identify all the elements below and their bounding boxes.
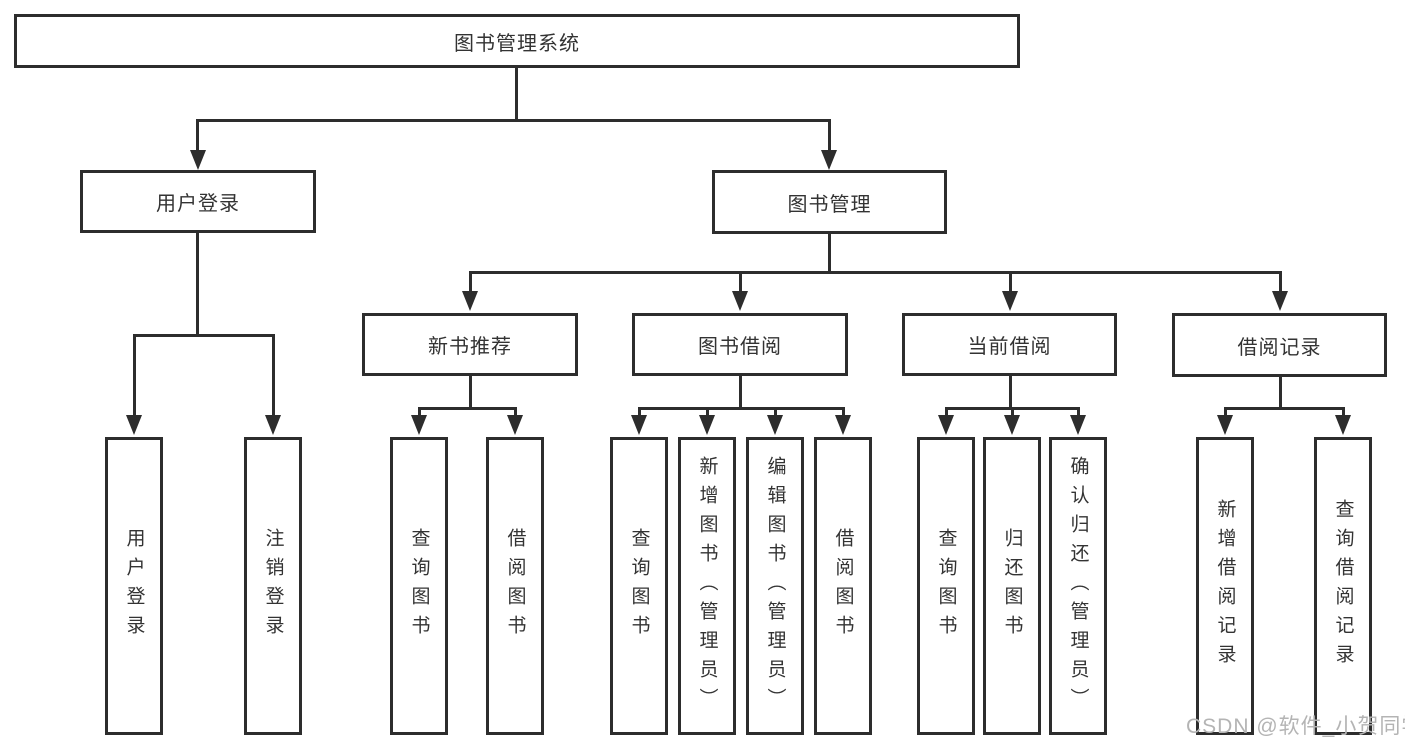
arrow-down-icon — [1070, 415, 1086, 435]
node-borrowing-records: 借阅记录 — [1172, 313, 1387, 377]
leaf-borrow-books-borrowing: 借阅图书 — [814, 437, 872, 735]
leaf-query-books-current: 查询图书 — [917, 437, 975, 735]
connector-drop-leaf — [945, 407, 948, 417]
connector-drop-borrowing-records — [1279, 271, 1282, 293]
leaf-edit-books-admin: 编辑图书（管理员） — [746, 437, 804, 735]
connector-book-borrowing-stem — [739, 375, 742, 409]
connector-drop-leaf — [706, 407, 709, 417]
connector-drop-leaf — [638, 407, 641, 417]
connector-drop-leaf — [1342, 407, 1345, 417]
arrow-down-icon — [631, 415, 647, 435]
connector-borrowing-records-bar — [1224, 407, 1345, 410]
connector-drop-book-borrowing — [739, 271, 742, 293]
arrow-down-icon — [265, 415, 281, 435]
connector-drop-current-borrowing — [1009, 271, 1012, 293]
connector-drop-leaf — [842, 407, 845, 417]
connector-drop-new-book — [469, 271, 472, 293]
connector-drop-leaf — [774, 407, 777, 417]
arrow-down-icon — [699, 415, 715, 435]
arrow-down-icon — [767, 415, 783, 435]
connector-drop-user-login — [196, 119, 199, 152]
arrow-down-icon — [821, 150, 837, 170]
arrow-down-icon — [462, 291, 478, 311]
arrow-down-icon — [1002, 291, 1018, 311]
connector-drop-book-management — [828, 119, 831, 152]
leaf-user-login: 用户登录 — [105, 437, 163, 735]
connector-borrowing-records-stem — [1279, 375, 1282, 409]
leaf-query-books-recommend: 查询图书 — [390, 437, 448, 735]
connector-book-borrowing-bar — [638, 407, 845, 410]
arrow-down-icon — [190, 150, 206, 170]
connector-drop-leaf — [133, 334, 136, 417]
connector-drop-leaf — [418, 407, 421, 417]
arrow-down-icon — [1335, 415, 1351, 435]
connector-book-management-stem — [828, 233, 831, 274]
leaf-return-books: 归还图书 — [983, 437, 1041, 735]
node-new-book-recommendation: 新书推荐 — [362, 313, 578, 376]
connector-root-stem — [515, 66, 518, 121]
arrow-down-icon — [1004, 415, 1020, 435]
arrow-down-icon — [938, 415, 954, 435]
connector-drop-leaf — [1077, 407, 1080, 417]
connector-drop-leaf — [1224, 407, 1227, 417]
node-book-management: 图书管理 — [712, 170, 947, 234]
node-user-login: 用户登录 — [80, 170, 316, 233]
arrow-down-icon — [835, 415, 851, 435]
arrow-down-icon — [126, 415, 142, 435]
arrow-down-icon — [732, 291, 748, 311]
connector-root-bar — [196, 119, 830, 122]
connector-drop-leaf — [1011, 407, 1014, 417]
leaf-query-borrow-record: 查询借阅记录 — [1314, 437, 1372, 735]
connector-drop-leaf — [272, 334, 275, 417]
connector-user-login-stem — [196, 232, 199, 336]
leaf-borrow-books-recommend: 借阅图书 — [486, 437, 544, 735]
leaf-logout: 注销登录 — [244, 437, 302, 735]
leaf-query-books-borrowing: 查询图书 — [610, 437, 668, 735]
node-current-borrowing: 当前借阅 — [902, 313, 1117, 376]
csdn-watermark: CSDN @软件_小贺同学 — [1186, 715, 1405, 738]
arrow-down-icon — [411, 415, 427, 435]
connector-book-management-bar — [469, 271, 1282, 274]
arrow-down-icon — [1217, 415, 1233, 435]
connector-drop-leaf — [514, 407, 517, 417]
connector-new-book-stem — [469, 375, 472, 409]
connector-new-book-bar — [418, 407, 517, 410]
arrow-down-icon — [1272, 291, 1288, 311]
connector-user-login-bar — [133, 334, 275, 337]
connector-current-borrowing-stem — [1009, 375, 1012, 409]
leaf-add-books-admin: 新增图书（管理员） — [678, 437, 736, 735]
node-library-management-system: 图书管理系统 — [14, 14, 1020, 68]
leaf-confirm-return-admin: 确认归还（管理员） — [1049, 437, 1107, 735]
leaf-add-borrow-record: 新增借阅记录 — [1196, 437, 1254, 735]
node-book-borrowing: 图书借阅 — [632, 313, 848, 376]
arrow-down-icon — [507, 415, 523, 435]
